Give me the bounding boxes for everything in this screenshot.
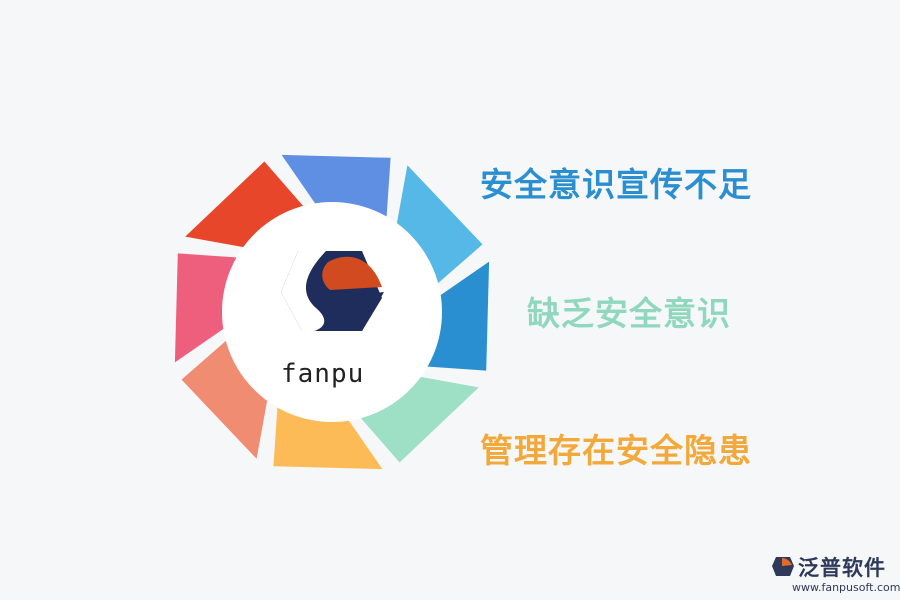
- octagon-segment-4: [273, 403, 383, 470]
- item-label-3: 管理存在安全隐患: [480, 431, 752, 470]
- watermark-brand: 泛普软件: [798, 556, 886, 580]
- watermark: 泛普软件 www.fanpusoft.com: [768, 552, 900, 598]
- octagon-segment-2: [423, 261, 490, 371]
- item-label-2: 缺乏安全意识: [527, 294, 731, 333]
- logo-wordmark: fanpu: [281, 359, 365, 389]
- watermark-logo-icon: [772, 557, 794, 576]
- fanpu-logo-icon: [281, 251, 384, 331]
- watermark-url: www.fanpusoft.com: [792, 581, 900, 594]
- item-label-1: 安全意识宣传不足: [480, 165, 752, 204]
- octagon-segment-6: [174, 253, 241, 363]
- octagon-segment-8: [281, 154, 391, 221]
